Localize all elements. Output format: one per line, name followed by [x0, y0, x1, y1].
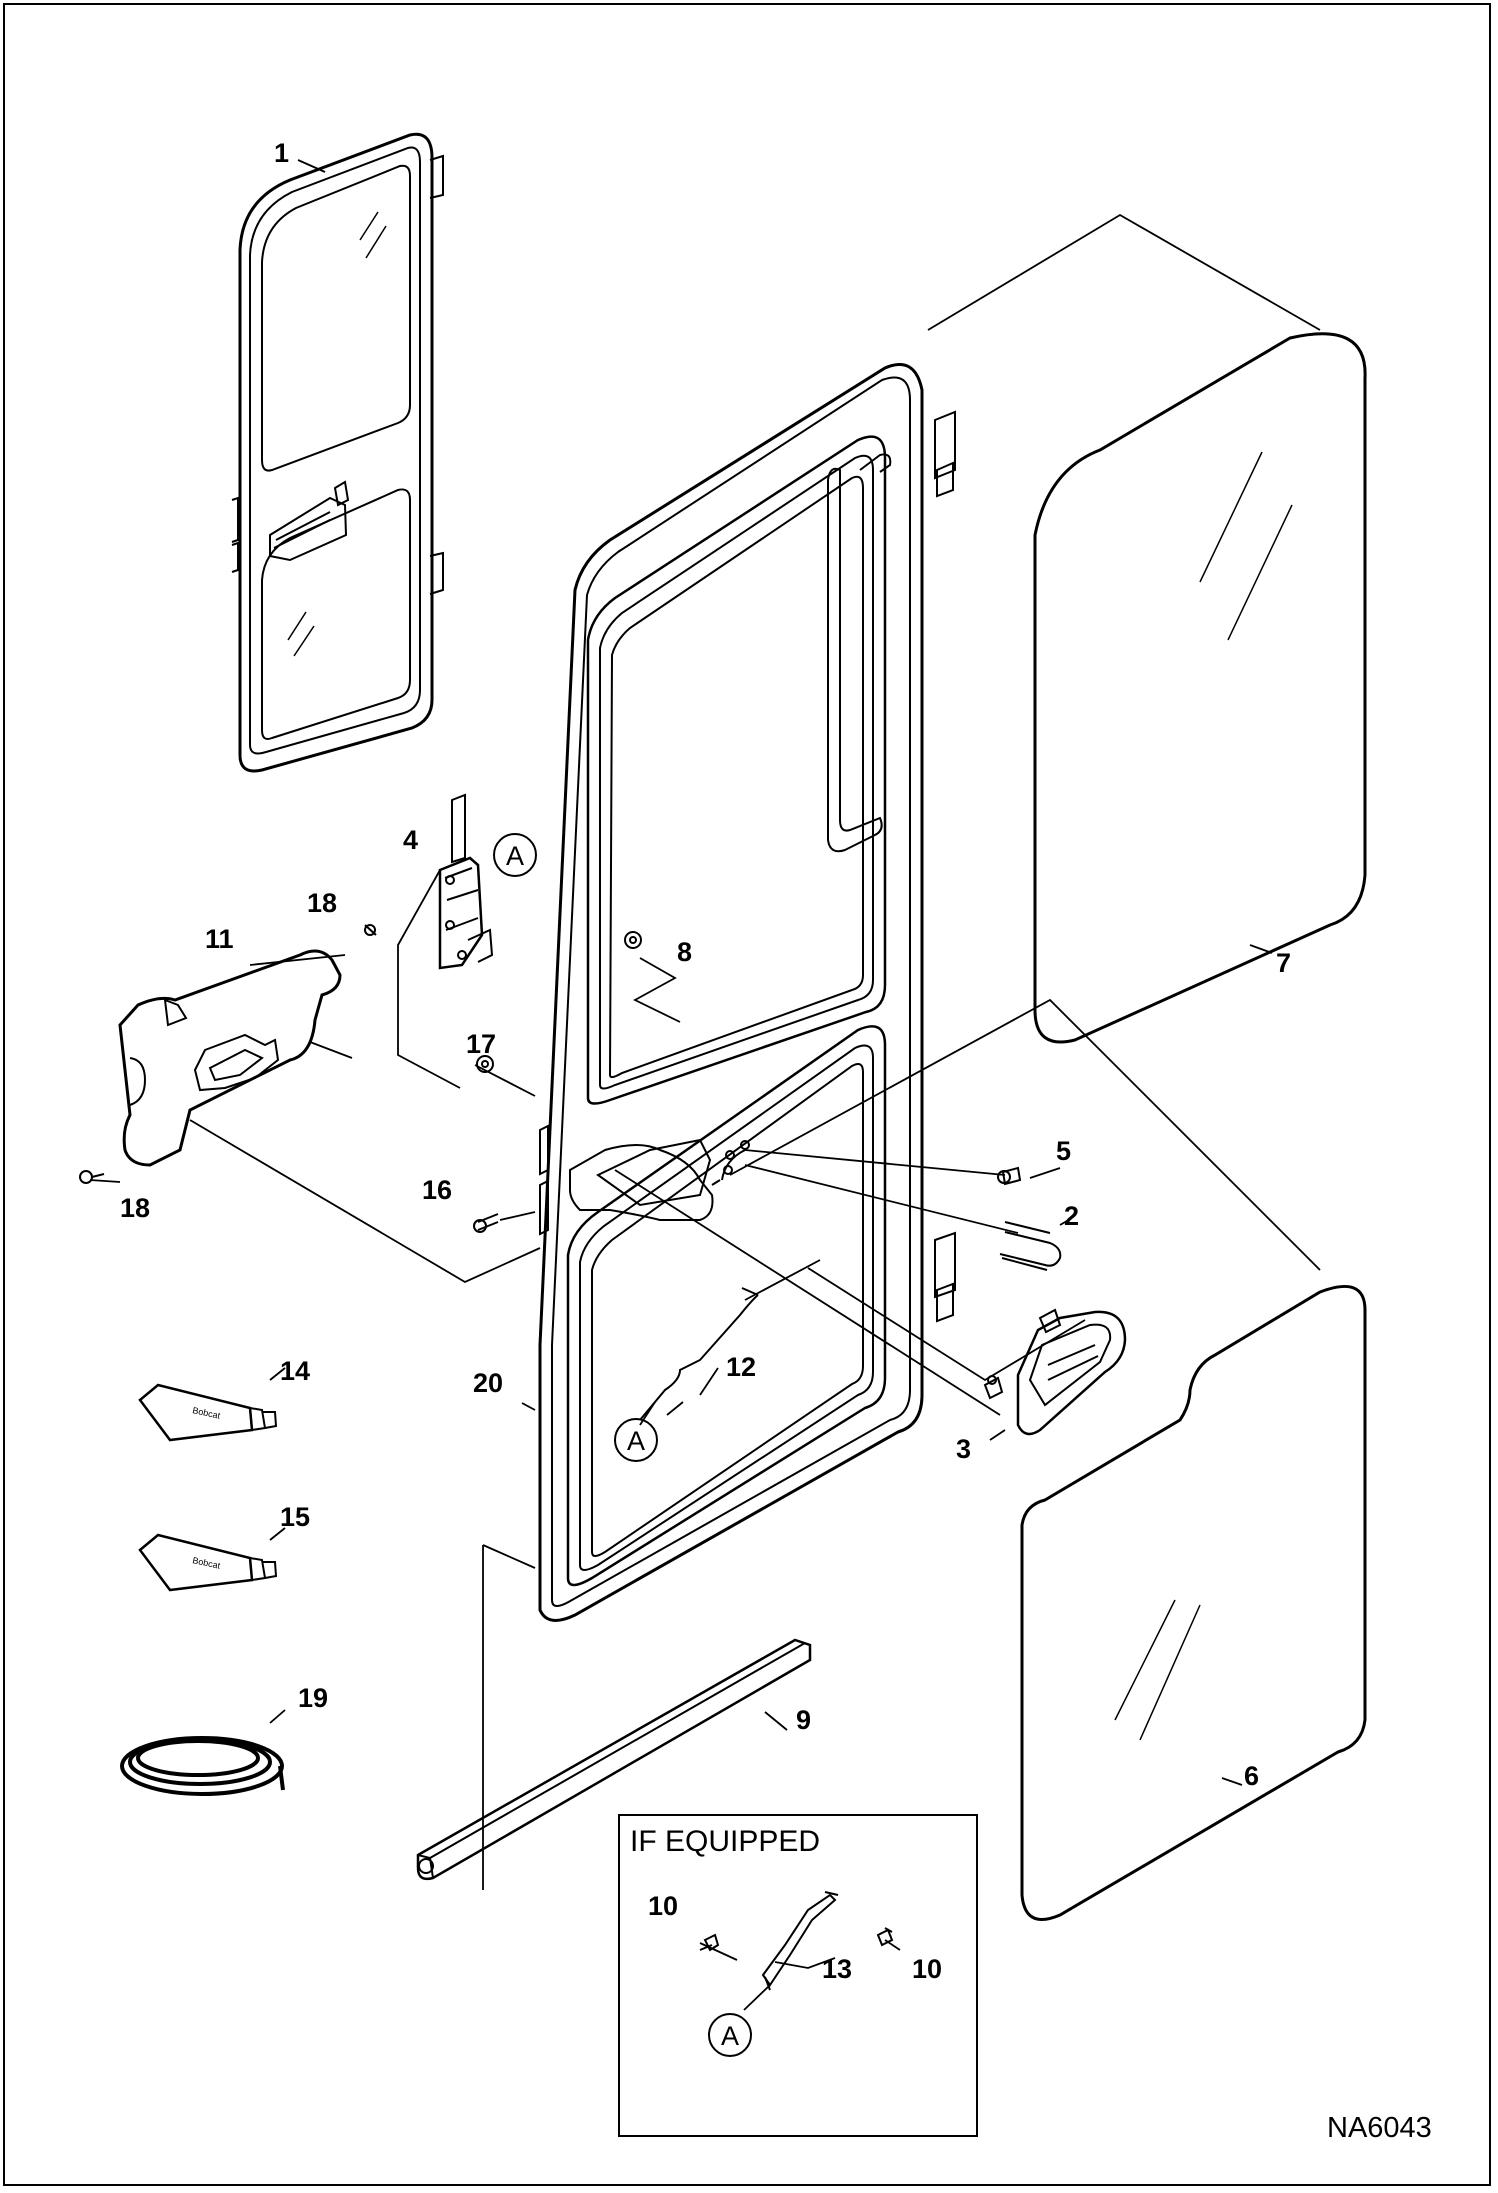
tube-brand-14: Bobcat — [192, 1405, 222, 1421]
callout-19: 19 — [298, 1683, 328, 1713]
callout-6: 6 — [1244, 1761, 1259, 1791]
inset-rod-13 — [761, 1891, 839, 1991]
u-bolt — [999, 1221, 1062, 1271]
callout-18-bottom: 18 — [120, 1193, 150, 1223]
screw-18-top — [364, 924, 377, 936]
reference-circle-a-rod — [614, 1418, 658, 1462]
door-seal-strip — [416, 1638, 812, 1881]
callout-15: 15 — [280, 1502, 310, 1532]
callout-2: 2 — [1064, 1201, 1079, 1231]
clip-10-right — [876, 1927, 894, 1947]
latch-assembly — [438, 793, 494, 970]
nut-8 — [624, 931, 642, 949]
adhesive-tube-14 — [138, 1383, 278, 1442]
callout-10-right: 10 — [912, 1954, 942, 1984]
callout-7: 7 — [1276, 948, 1291, 978]
tube-brand-15: Bobcat — [192, 1555, 222, 1571]
inset-title: IF EQUIPPED — [630, 1825, 820, 1858]
figure-id: NA6043 — [1327, 2112, 1432, 2144]
adhesive-tube-15 — [138, 1533, 278, 1592]
callout-5: 5 — [1056, 1136, 1071, 1166]
fastener-bolt — [997, 1166, 1022, 1186]
door-frame — [538, 363, 956, 1622]
inset-box — [618, 1814, 978, 2137]
reference-circle-a-inset — [708, 2013, 752, 2057]
callout-16: 16 — [422, 1175, 452, 1205]
callout-20: 20 — [473, 1368, 503, 1398]
callout-3: 3 — [956, 1434, 971, 1464]
rubber-seal-coil — [120, 1736, 285, 1796]
callout-10-left: 10 — [648, 1891, 678, 1921]
bolt-16 — [473, 1213, 499, 1233]
upper-glass-panel — [1033, 332, 1367, 1044]
reference-circle-a-latch — [493, 833, 537, 877]
exterior-door-handle — [983, 1308, 1127, 1436]
callout-18-top: 18 — [307, 888, 337, 918]
nut-17 — [476, 1055, 494, 1073]
callout-13: 13 — [822, 1954, 852, 1984]
ref-letter-rod: A — [627, 1426, 645, 1456]
screw-18-bottom — [79, 1170, 105, 1184]
ref-letter-latch: A — [506, 841, 524, 871]
door-assembly-thumbnail — [231, 132, 444, 773]
callout-1: 1 — [274, 138, 289, 168]
callout-8: 8 — [677, 937, 692, 967]
interior-trim-panel — [118, 949, 342, 1167]
callout-4: 4 — [403, 825, 418, 855]
callout-9: 9 — [796, 1705, 811, 1735]
callout-11: 11 — [205, 924, 234, 954]
callout-12: 12 — [726, 1352, 756, 1382]
callout-14: 14 — [280, 1356, 310, 1386]
lower-glass-panel — [1020, 1284, 1367, 1921]
callout-17: 17 — [466, 1029, 496, 1059]
leader-lines — [89, 159, 1321, 2011]
ref-letter-inset: A — [721, 2021, 739, 2051]
diagram-frame — [3, 3, 1491, 2186]
